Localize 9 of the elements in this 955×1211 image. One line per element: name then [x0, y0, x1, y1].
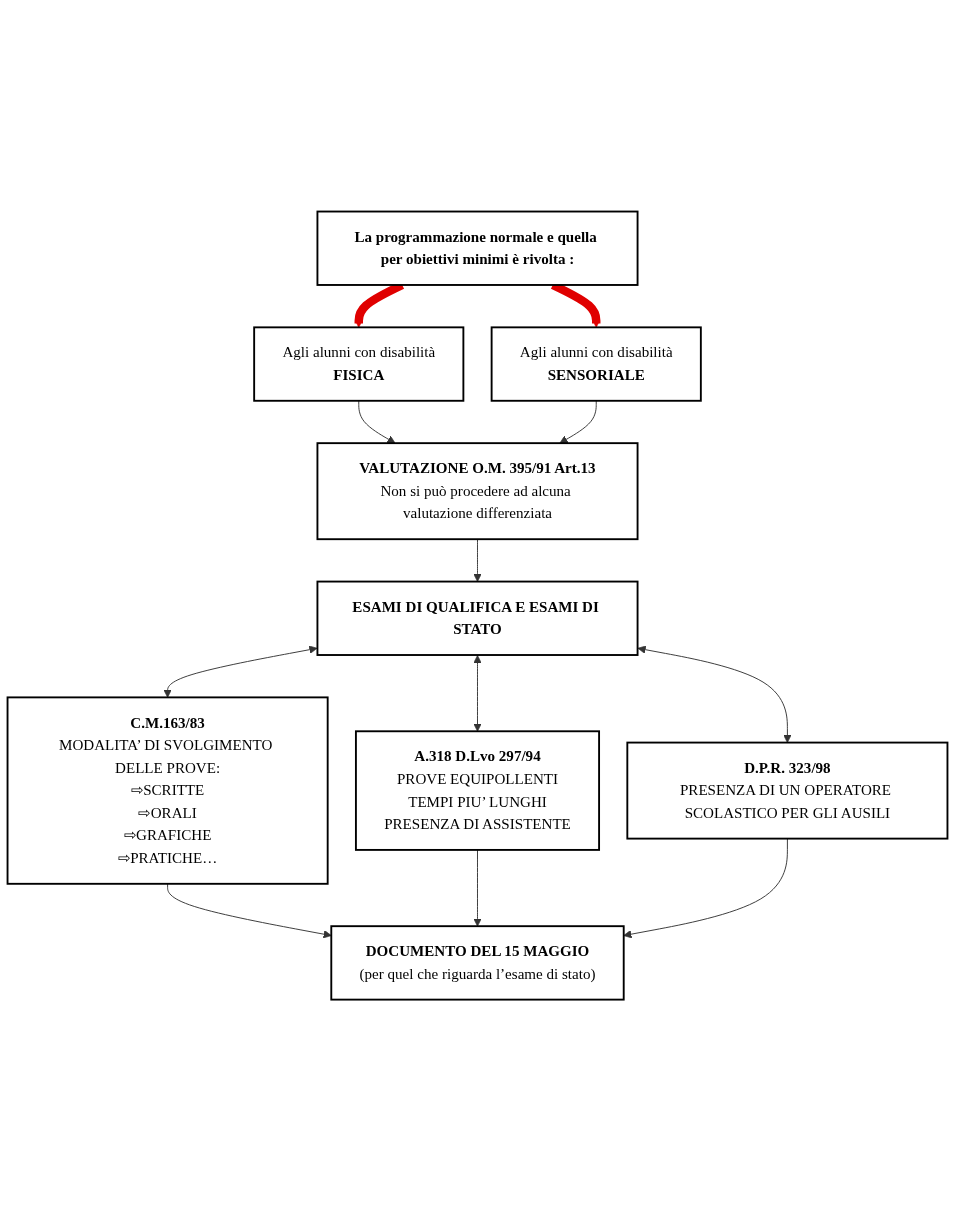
node-box [6, 696, 329, 885]
node-box [626, 741, 949, 840]
node-box [316, 580, 639, 656]
node-box [355, 730, 601, 851]
node-box [253, 326, 465, 402]
node-box [316, 442, 639, 541]
node-box [330, 925, 625, 1001]
node-box [316, 210, 639, 286]
node-box [490, 326, 702, 402]
